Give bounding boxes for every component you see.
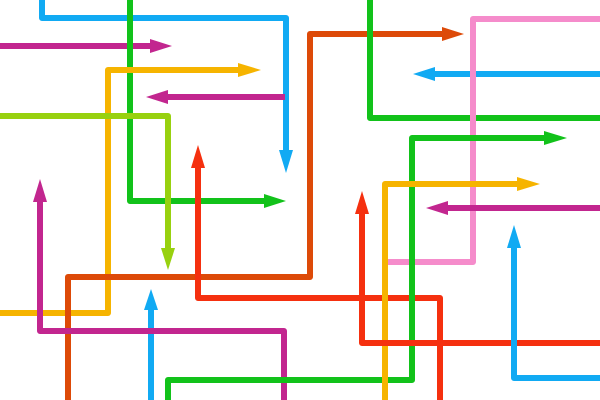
arrowhead-up-icon: [33, 179, 47, 202]
arrowhead-right-icon: [442, 27, 464, 41]
arrowhead-down-icon: [161, 248, 175, 270]
arrowhead-right-icon: [238, 63, 261, 77]
blue-arrow-top-bend: [39, 0, 289, 152]
red-arrow-right-mid: [359, 214, 600, 346]
blue-arrow-bottom-right: [511, 248, 600, 381]
orange-arrow-top-left: [0, 67, 238, 316]
green-arrow-right-top: [367, 0, 600, 121]
arrowhead-right-icon: [264, 194, 286, 208]
arrowhead-left-icon: [413, 67, 435, 81]
arrowhead-right-icon: [544, 131, 567, 145]
arrowhead-up-icon: [191, 145, 205, 168]
arrowhead-up-icon: [144, 289, 158, 310]
dark-orange-arrow-center: [65, 31, 442, 400]
arrowhead-down-icon: [279, 150, 293, 173]
magenta-arrow-bottom-left: [37, 202, 287, 400]
arrowhead-left-icon: [146, 90, 168, 104]
orange-arrow-right-mid: [382, 181, 517, 400]
red-arrow-center: [195, 168, 443, 400]
lime-arrow-left: [0, 113, 171, 248]
arrowhead-up-icon: [355, 191, 369, 214]
arrowhead-up-icon: [507, 225, 521, 248]
arrow-group-top-left: [0, 0, 464, 400]
arrowhead-left-icon: [426, 201, 448, 215]
arrowhead-right-icon: [150, 39, 172, 53]
arrowhead-right-icon: [517, 177, 540, 191]
arrow-group-right: [165, 0, 600, 400]
green-arrow-right-mid: [165, 135, 544, 400]
